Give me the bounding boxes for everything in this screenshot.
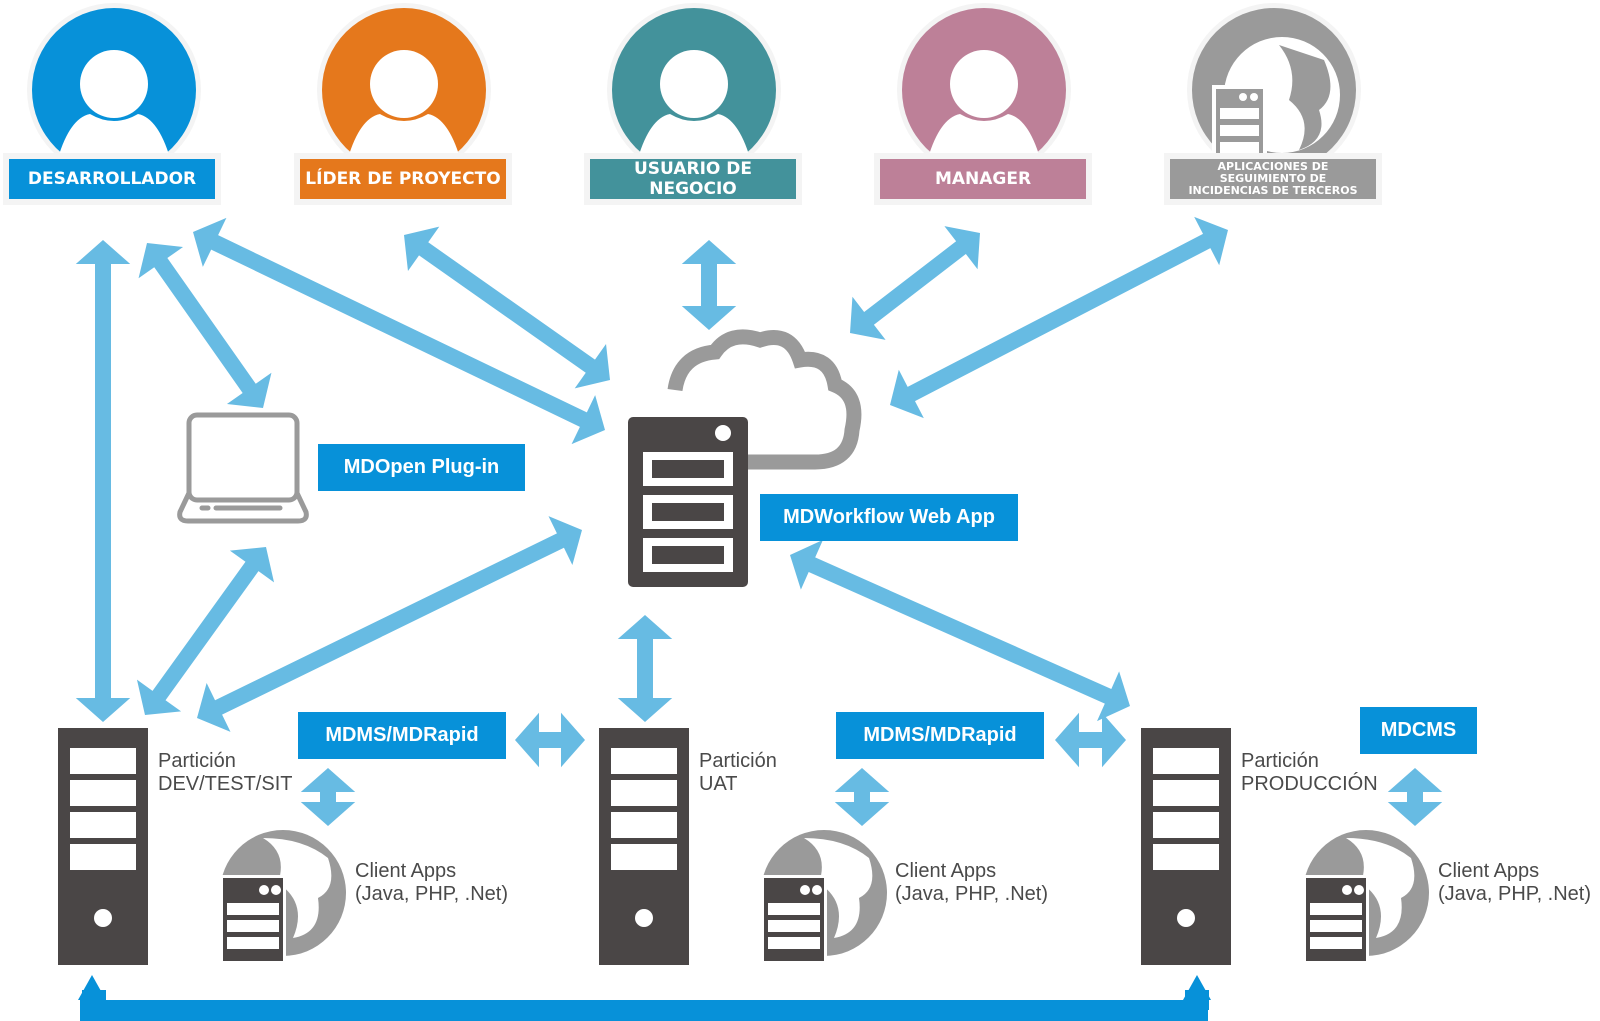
- arrow-module-clients-prod: [1387, 768, 1443, 826]
- client-apps-globe-icon: [218, 830, 346, 961]
- user-avatar-icon: [607, 3, 781, 177]
- module-label-uat: MDMS/MDRapid: [836, 712, 1044, 759]
- arrow-module-uat: [515, 712, 585, 768]
- user-avatar-icon: [27, 3, 201, 177]
- partition-server-icon: [1141, 728, 1231, 965]
- client-apps-prod: Client Apps (Java, PHP, .Net): [1438, 860, 1592, 905]
- module-label-dev: MDMS/MDRapid: [298, 712, 506, 759]
- arrow-laptop-dev: [136, 547, 275, 715]
- arrow-desarrollador-webapp: [193, 217, 605, 445]
- server-globe-icon: [1187, 3, 1361, 177]
- arrow-module-clients-dev: [300, 768, 356, 826]
- client-apps-dev: Client Apps (Java, PHP, .Net): [355, 860, 509, 905]
- partition-server-icon: [599, 728, 689, 965]
- role-label-manager: MANAGER: [880, 159, 1086, 199]
- partition-title-prod: Partición PRODUCCIÓN: [1241, 750, 1378, 795]
- user-avatar-icon: [897, 3, 1071, 177]
- arrow-dev-desarrollador: [75, 240, 131, 722]
- arrow-module-clients-uat: [834, 768, 890, 826]
- webapp-label: MDWorkflow Web App: [760, 494, 1018, 541]
- central-server-icon: [628, 417, 748, 587]
- arrow-dev-prod: [78, 975, 1211, 1021]
- roles-layer: [27, 3, 1361, 177]
- arrow-manager-webapp: [850, 226, 980, 340]
- role-label-usuario-negocio: USUARIO DE NEGOCIO: [590, 159, 796, 199]
- arrow-webapp-dev: [197, 516, 582, 732]
- arrow-desarrollador-laptop: [138, 243, 272, 408]
- arrow-lider-webapp: [404, 226, 610, 389]
- client-apps-globe-icon: [1301, 830, 1429, 961]
- client-apps-uat: Client Apps (Java, PHP, .Net): [895, 860, 1049, 905]
- arrow-usuario-webapp: [681, 240, 737, 330]
- arrow-terceros-webapp: [890, 216, 1228, 419]
- cloud-icon: [667, 329, 862, 470]
- arrow-webapp-uat: [617, 615, 673, 722]
- client-apps-globe-icon: [759, 830, 887, 961]
- partition-server-icon: [58, 728, 148, 965]
- partition-title-uat: Partición UAT: [699, 750, 777, 795]
- user-avatar-icon: [317, 3, 491, 177]
- module-label-prod: MDCMS: [1360, 707, 1477, 754]
- role-label-lider-proyecto: LÍDER DE PROYECTO: [300, 159, 506, 199]
- arrow-module-prod: [1055, 712, 1126, 768]
- laptop-icon: [177, 412, 309, 524]
- role-label-desarrollador: DESARROLLADOR: [9, 159, 215, 199]
- role-label-aplicaciones-terceros: APLICACIONES DE SEGUIMIENTO DE INCIDENCI…: [1170, 159, 1376, 199]
- plugin-label: MDOpen Plug-in: [318, 444, 525, 491]
- arrow-webapp-prod: [790, 539, 1130, 722]
- partition-title-dev: Partición DEV/TEST/SIT: [158, 750, 293, 795]
